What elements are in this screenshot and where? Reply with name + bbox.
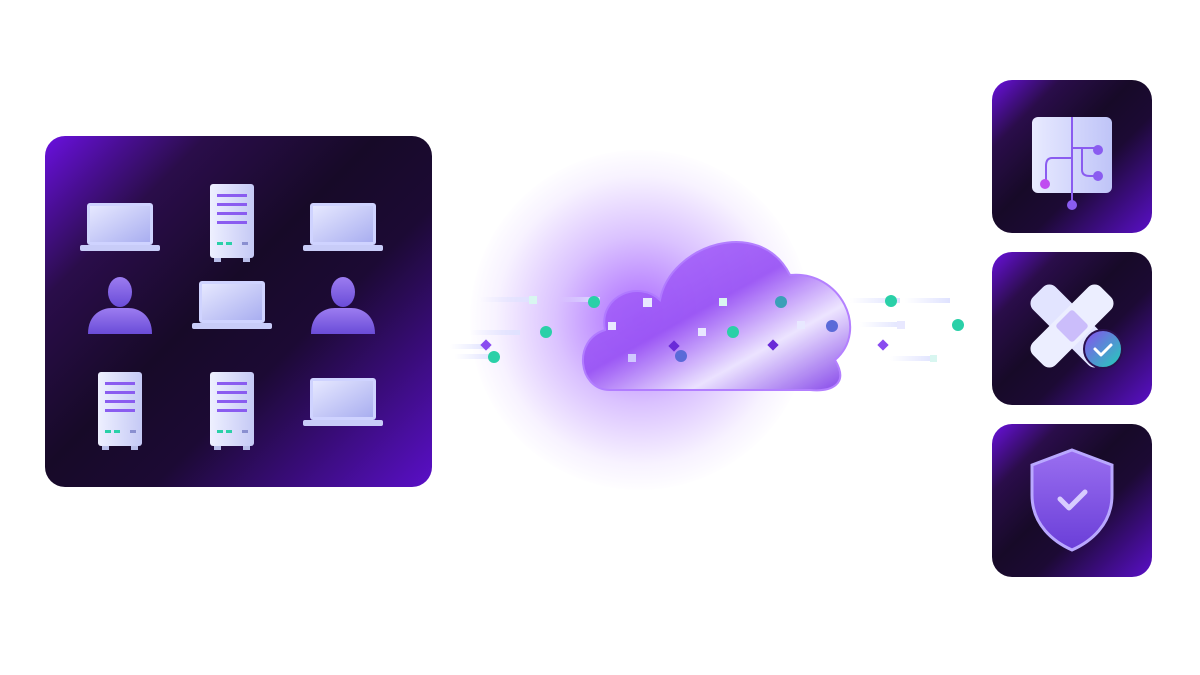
user-icon	[88, 277, 152, 334]
server-icon	[210, 184, 254, 262]
server-icon	[98, 372, 142, 450]
data-stream-left	[450, 296, 600, 363]
shield-check-icon	[1030, 448, 1114, 552]
bandage-check-icon	[1030, 284, 1123, 369]
laptop-icon	[303, 203, 383, 251]
laptop-icon	[192, 281, 272, 329]
user-icon	[311, 277, 375, 334]
cloud-particles	[608, 296, 838, 362]
laptop-icon	[303, 378, 383, 426]
cloud-icon	[581, 241, 852, 392]
laptop-icon	[80, 203, 160, 251]
circuit-branch-icon	[1032, 117, 1112, 210]
server-icon	[210, 372, 254, 450]
data-stream-right	[850, 295, 964, 362]
